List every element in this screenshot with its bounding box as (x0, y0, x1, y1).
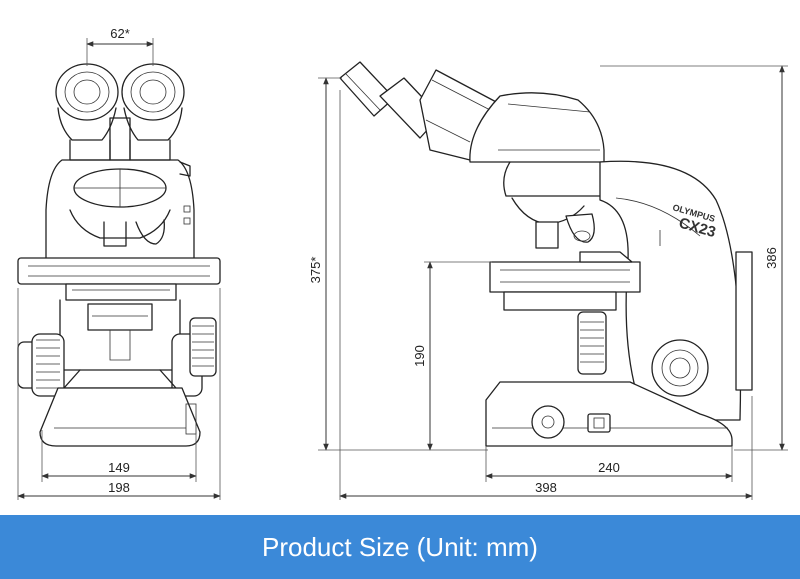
dimension-base-depth: 240 (485, 446, 733, 482)
dimension-stage-height-label: 190 (412, 345, 427, 367)
dimension-stage-height: 190 (412, 261, 492, 451)
caption-bar: Product Size (Unit: mm) (0, 515, 800, 579)
front-eyepieces (55, 63, 185, 161)
dimension-arm-height-label: 386 (764, 247, 779, 269)
caption-text: Product Size (Unit: mm) (262, 531, 538, 562)
dimension-front-base-width-label: 149 (108, 460, 130, 475)
microscope-dimension-drawing: 62* 149 198 OLYMPUS CX23 (17, 26, 788, 500)
dimension-eyepiece-spacing: 62* (86, 26, 154, 66)
front-view-microscope (17, 63, 221, 447)
dimension-front-overall-width-label: 198 (108, 480, 130, 495)
dimension-overall-height: 375* (308, 77, 488, 451)
dimension-front-overall-width: 198 (17, 288, 221, 500)
dimension-arm-height: 386 (600, 65, 788, 451)
dimension-eyepiece-spacing-label: 62* (110, 26, 130, 41)
dimension-overall-height-label: 375* (308, 257, 323, 284)
dimension-overall-depth-label: 398 (535, 480, 557, 495)
dimension-base-depth-label: 240 (598, 460, 620, 475)
dimension-overall-depth: 398 (339, 90, 753, 500)
dimension-front-base-width: 149 (41, 430, 197, 482)
side-view-microscope: OLYMPUS CX23 (339, 61, 753, 447)
